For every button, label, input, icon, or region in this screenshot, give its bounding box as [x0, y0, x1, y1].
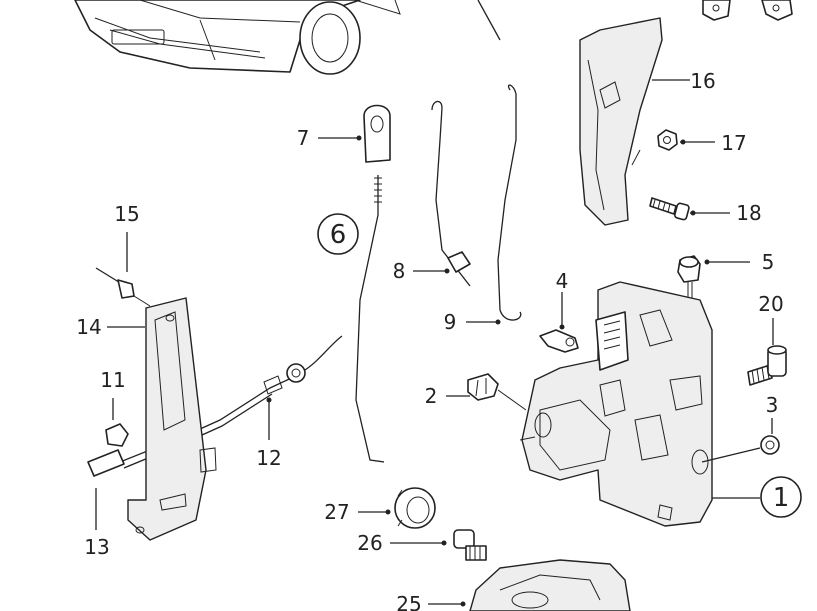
callout-1: 1	[773, 483, 790, 513]
callout-16: 16	[690, 69, 715, 93]
callout-25: 25	[396, 592, 421, 611]
callout-26: 26	[357, 531, 382, 555]
part-14-bracket	[107, 297, 217, 541]
callout-8: 8	[393, 259, 406, 283]
part-27-ring	[358, 487, 436, 529]
part-4-clip	[539, 292, 579, 353]
car-body-illustration	[74, 0, 501, 75]
part-25-motor	[428, 559, 631, 611]
callout-5: 5	[762, 250, 775, 274]
top-right-clips	[702, 0, 793, 21]
part-7-lock-knob	[318, 104, 391, 163]
callout-18: 18	[736, 201, 761, 225]
callout-3: 3	[766, 393, 779, 417]
part-11-clip	[105, 398, 129, 447]
callout-17: 17	[721, 131, 746, 155]
callout-7: 7	[297, 126, 310, 150]
callout-9: 9	[444, 310, 457, 334]
callout-4: 4	[556, 269, 569, 293]
callout-13: 13	[84, 535, 109, 559]
callout-11: 11	[100, 368, 125, 392]
part-9-rod	[466, 84, 522, 325]
part-18-screw	[649, 197, 730, 221]
part-15-rivet	[95, 232, 151, 307]
part-1-door-lock	[519, 281, 802, 527]
part-20-bolt	[747, 318, 787, 386]
callout-12: 12	[256, 446, 281, 470]
part-6-rod	[317, 175, 385, 463]
part-17-nut	[657, 129, 715, 151]
callout-14: 14	[76, 315, 101, 339]
part-16-lock-cover	[579, 17, 690, 226]
callout-2: 2	[425, 384, 438, 408]
callout-15: 15	[114, 202, 139, 226]
callout-labels: 1 2 3 4 5 6 7 8 9 11 12 13 14 15 16 17 1…	[76, 69, 789, 611]
callout-27: 27	[324, 500, 349, 524]
callout-6: 6	[330, 220, 347, 250]
part-2-cylinder-clip	[446, 373, 527, 411]
part-26-screw	[390, 529, 487, 561]
part-3-grommet	[701, 418, 780, 463]
part-8-rod	[413, 100, 471, 287]
callout-20: 20	[758, 292, 783, 316]
